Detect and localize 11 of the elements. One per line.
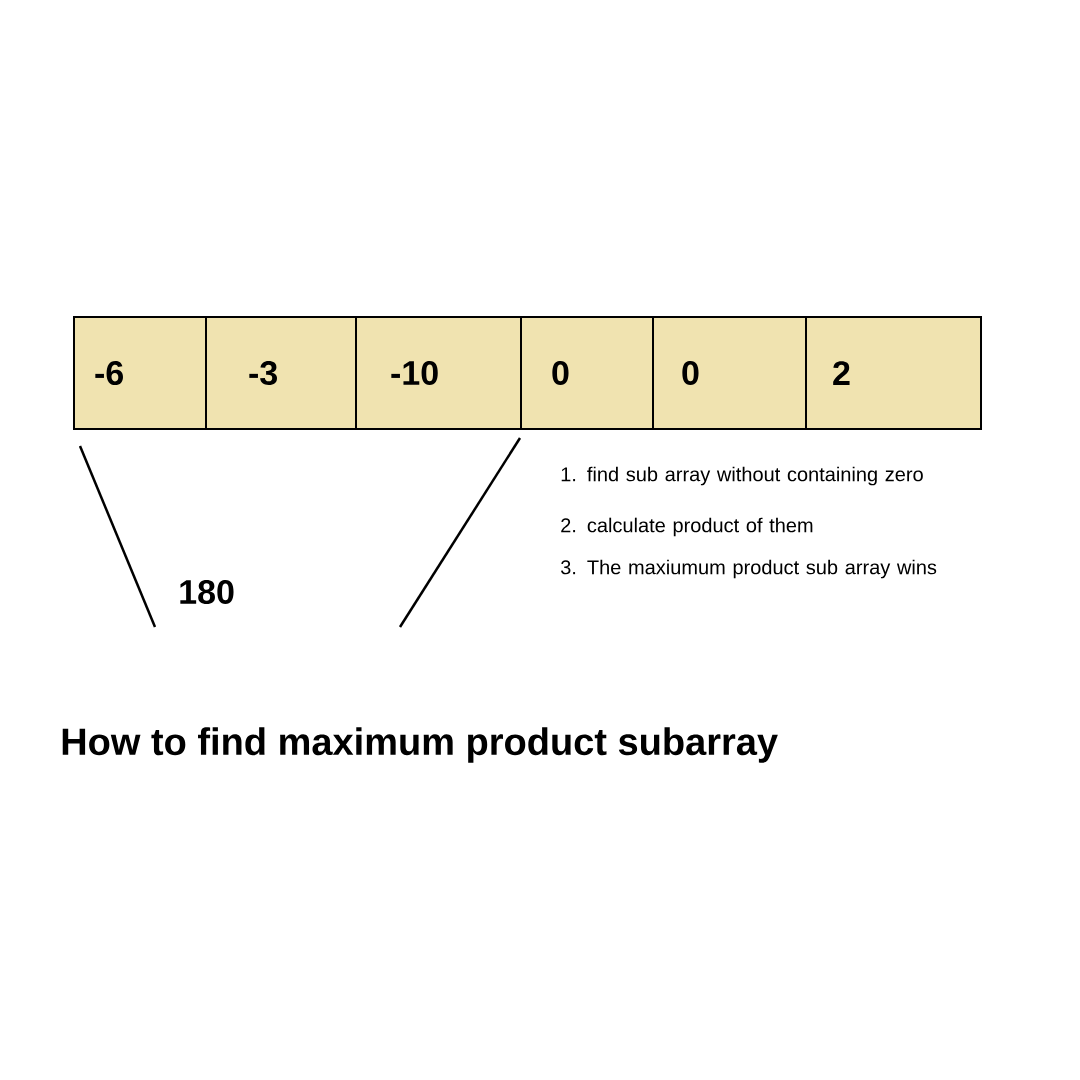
title: How to find maximum product subarray (62, 727, 778, 763)
step-text: 3. The maxiumum product sub array wins (560, 559, 937, 579)
array-cell: 0 (652, 316, 807, 430)
product-value: 180 (180, 579, 234, 605)
array-cell: -3 (205, 316, 357, 430)
array-cell: -6 (73, 316, 207, 430)
step-text: 2. calculate product of them (561, 517, 813, 537)
array-cell: -10 (355, 316, 522, 430)
step-text: 1. find sub array without containing zero (561, 466, 923, 486)
array-cell: 0 (520, 316, 654, 430)
array-cell: 2 (805, 316, 982, 430)
